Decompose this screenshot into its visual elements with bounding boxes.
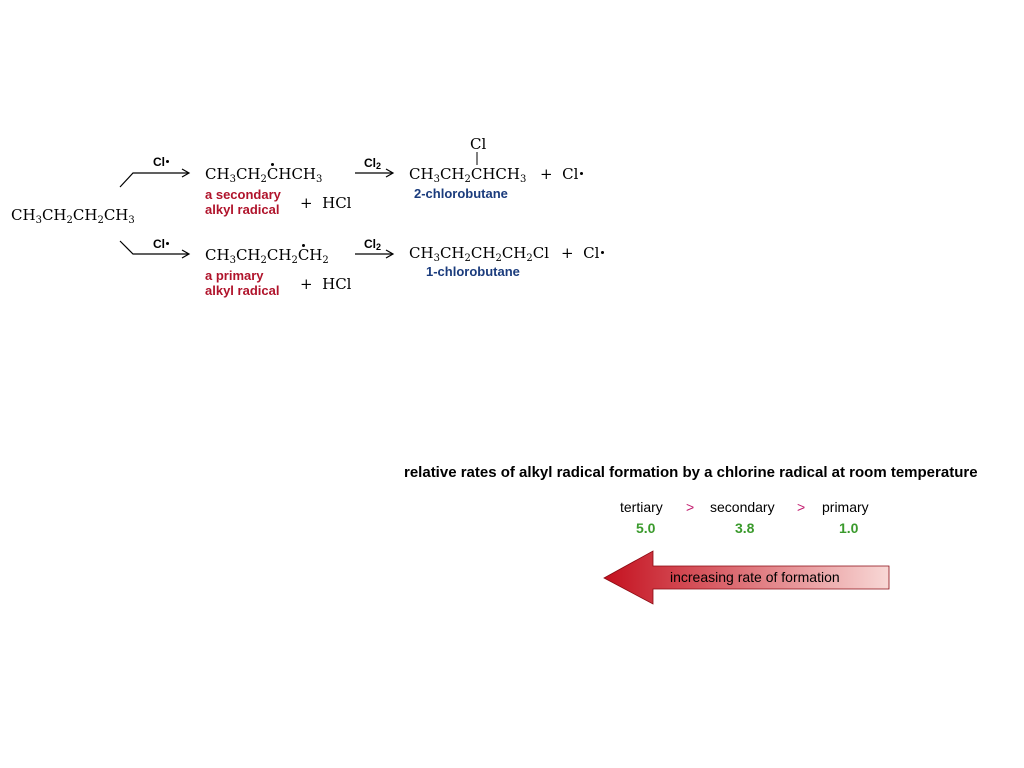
top-branch-arrowhead	[181, 168, 191, 178]
top-plus-hcl: + HCl	[300, 194, 352, 212]
bottom-cl2-arrowhead	[385, 249, 395, 259]
rank-secondary: secondary	[710, 499, 775, 515]
secondary-radical-label-line1: a secondary	[205, 187, 281, 202]
top-cl-radical-reagent: Cl	[153, 155, 169, 169]
rank-tertiary: tertiary	[620, 499, 663, 515]
value-primary: 1.0	[839, 520, 859, 536]
value-secondary: 3.8	[735, 520, 755, 536]
primary-radical-formula: CH3CH2CH2CH2	[205, 244, 329, 266]
secondary-radical-formula: CH3CH2CHCH3	[205, 163, 323, 185]
top-branch-line	[119, 172, 188, 188]
2-chlorobutane-formula: CH3CH2CHCH3	[409, 165, 527, 185]
bottom-cl-radical-reagent: Cl	[153, 237, 169, 251]
greater-than-1: >	[686, 499, 695, 515]
value-tertiary: 5.0	[636, 520, 656, 536]
increasing-rate-arrow	[603, 550, 890, 605]
increasing-rate-label: increasing rate of formation	[670, 569, 840, 585]
top-cl2-reagent: Cl2	[364, 156, 382, 171]
greater-than-2: >	[797, 499, 806, 515]
reactant-butane: CH3CH2CH2CH3	[11, 206, 135, 226]
relative-rates-title: relative rates of alkyl radical formatio…	[404, 464, 978, 481]
primary-radical-label: a primary alkyl radical	[205, 268, 279, 298]
primary-radical-label-line2: alkyl radical	[205, 283, 280, 298]
top-plus-cl-radical: + Cl	[540, 165, 584, 183]
bottom-cl2-reagent: Cl2	[364, 237, 382, 252]
secondary-radical-label-line2: alkyl radical	[205, 202, 280, 217]
bottom-branch-arrowhead	[181, 249, 191, 259]
2-chlorobutane-label: 2-chlorobutane	[414, 186, 508, 201]
primary-radical-label-line1: a primary	[205, 268, 264, 283]
bottom-branch-line	[119, 240, 188, 255]
bottom-plus-cl-radical: + Cl	[561, 244, 605, 262]
1-chlorobutane-formula: CH3CH2CH2CH2Cl	[409, 244, 550, 264]
secondary-radical-label: a secondary alkyl radical	[205, 187, 281, 217]
top-cl2-arrowhead	[385, 168, 395, 178]
rank-primary: primary	[822, 499, 869, 515]
bottom-plus-hcl: + HCl	[300, 275, 352, 293]
chlorine-substituent: Cl	[470, 135, 487, 153]
1-chlorobutane-label: 1-chlorobutane	[426, 264, 520, 279]
